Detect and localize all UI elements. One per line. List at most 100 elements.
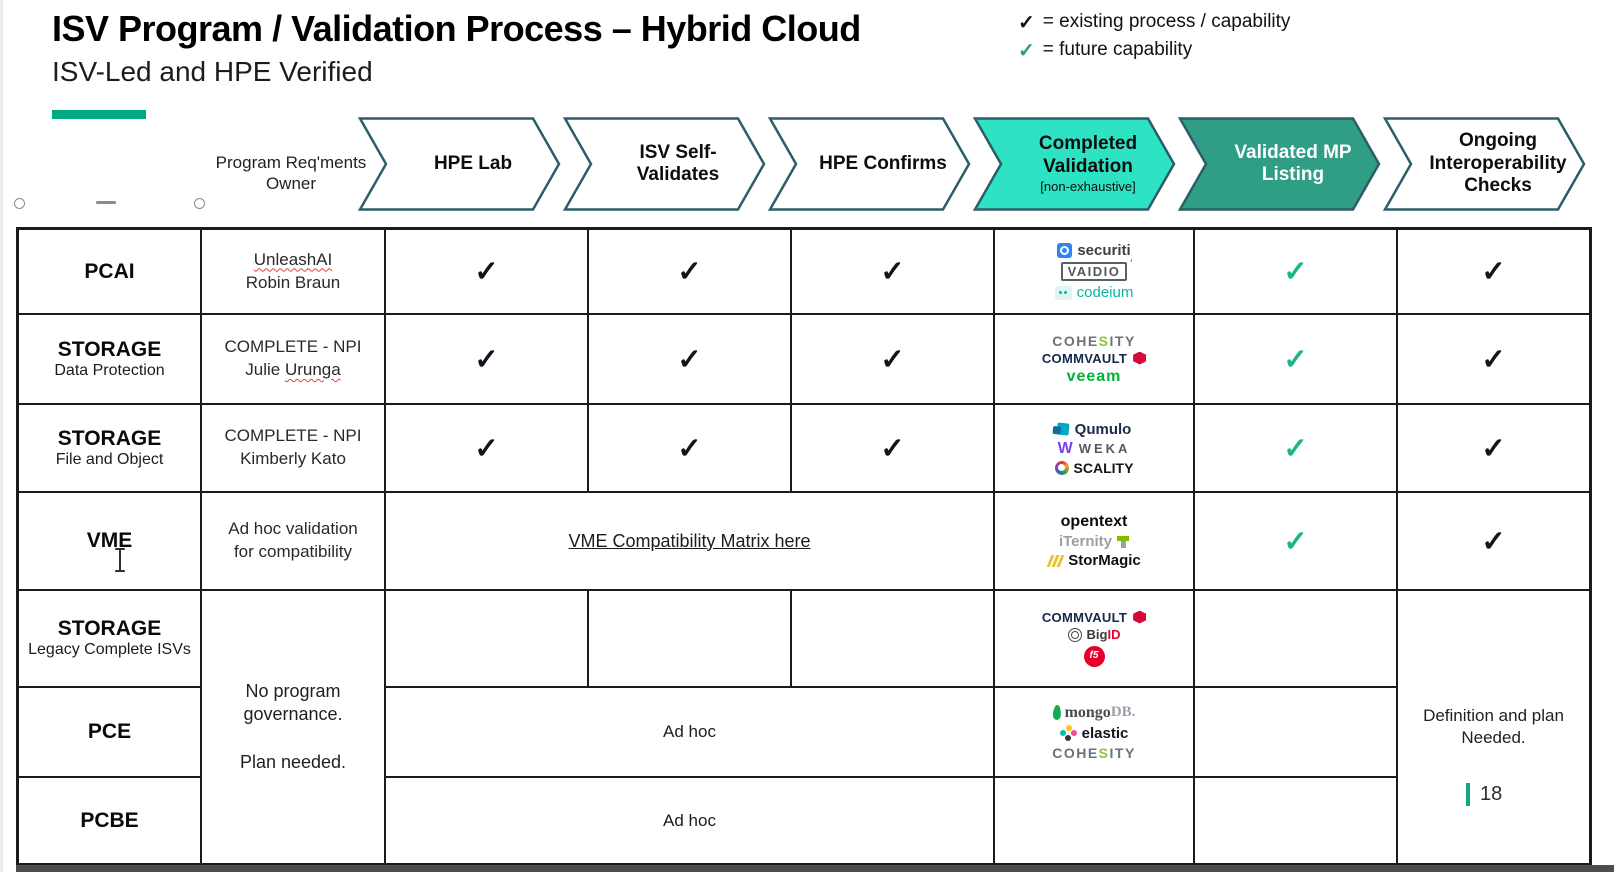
empty-cell — [385, 590, 588, 687]
logo-opentext: opentext — [1061, 514, 1128, 530]
securiti-icon — [1057, 243, 1073, 258]
category-title: PCAI — [84, 259, 135, 283]
vme-compatibility-link[interactable]: VME Compatibility Matrix here — [568, 530, 811, 551]
scality-icon — [1054, 460, 1069, 475]
iternity-icon — [1117, 535, 1130, 548]
check-cell: ✓ — [1194, 492, 1397, 590]
check-cell: ✓ — [1397, 404, 1590, 492]
logo-text: COMMVAULT — [1041, 609, 1128, 625]
logo-qumulo: Qumulo — [1056, 420, 1132, 438]
slide-subtitle: ISV-Led and HPE Verified — [52, 56, 373, 87]
commvault-icon — [1133, 610, 1147, 624]
weka-icon — [1058, 441, 1073, 457]
empty-cell — [791, 590, 994, 687]
logo-text: elastic — [1081, 724, 1129, 742]
accent-bar — [52, 110, 146, 119]
logo-text: COHE — [1052, 744, 1099, 761]
legend-label: = existing process / capability — [1042, 11, 1291, 32]
chevron-isv-self-validates — [562, 117, 766, 211]
check-cell: ✓ — [1397, 229, 1590, 314]
slide-bottom-edge — [16, 865, 1614, 872]
category-title: VME — [86, 529, 133, 553]
logo-text: codeium — [1076, 284, 1134, 301]
bigid-icon — [1067, 627, 1082, 642]
logo-text: veeam — [1066, 367, 1122, 385]
category-title: STORAGE — [57, 617, 162, 641]
stormagic-icon — [1046, 554, 1055, 567]
selection-handle[interactable] — [194, 198, 205, 209]
check-cell: ✓ — [1397, 492, 1590, 590]
legend-item-existing: ✓ = existing process / capability — [1018, 8, 1290, 36]
row-category-pcbe: PCBE — [18, 777, 201, 864]
check-cell: ✓ — [1194, 314, 1397, 404]
slide-title: ISV Program / Validation Process – Hybri… — [52, 8, 861, 49]
logo-text: Big — [1086, 627, 1108, 642]
process-arrows — [357, 117, 1586, 211]
empty-cell — [1194, 687, 1397, 777]
row-category-storage-dp: STORAGE Data Protection — [18, 314, 201, 404]
adhoc-cell-pcbe: Ad hoc — [385, 777, 994, 864]
category-subtitle: Data Protection — [54, 361, 165, 379]
check-cell: ✓ — [791, 404, 994, 492]
chevron-hpe-lab — [357, 117, 561, 211]
legend-item-future: ✓ = future capability — [1018, 36, 1290, 64]
elastic-icon — [1060, 724, 1077, 742]
slide-page-number: 18 — [1466, 783, 1502, 806]
category-title: PCBE — [80, 808, 139, 832]
check-cell: ✓ — [588, 404, 791, 492]
empty-cell — [1194, 590, 1397, 687]
row-category-storage-fo: STORAGE File and Object — [18, 404, 201, 492]
logo-text: ITY — [1109, 332, 1136, 349]
logo-weka: WEKA — [1058, 441, 1131, 457]
logo-text: securiti — [1077, 242, 1131, 259]
check-cell: ✓ — [385, 229, 588, 314]
logo-text: S — [1098, 332, 1110, 349]
logos-cell-storage-fo: QumuloWEKA SCALITY — [994, 404, 1194, 492]
f5-icon — [1083, 645, 1105, 667]
logo-text: COHE — [1052, 332, 1099, 349]
selection-handle[interactable] — [14, 198, 25, 209]
page-number-bar — [1466, 783, 1470, 806]
category-subtitle: Legacy Complete ISVs — [28, 641, 191, 659]
chevron-ongoing-interop — [1382, 117, 1586, 211]
category-title: STORAGE — [57, 337, 162, 361]
category-subtitle: File and Object — [55, 450, 164, 468]
chevron-completed-validation — [972, 117, 1176, 211]
empty-cell — [994, 777, 1194, 864]
logo-veeam: veeam — [1066, 367, 1122, 385]
logo-text: StorMagic — [1068, 552, 1141, 569]
category-title: STORAGE — [57, 426, 162, 450]
logo-text: ID — [1107, 627, 1121, 642]
logo-commvault: COMMVAULT — [1042, 351, 1147, 365]
chevron-validated-mp-listing — [1177, 117, 1381, 211]
green-check-icon: ✓ — [1018, 39, 1035, 62]
selection-handle-dash[interactable] — [96, 201, 116, 204]
row-category-pcai: PCAI — [18, 229, 201, 314]
logo-text: mongo — [1064, 703, 1111, 721]
logo-text: Qumulo — [1074, 420, 1132, 438]
check-cell: ✓ — [791, 314, 994, 404]
logo-text: SCALITY — [1073, 459, 1134, 476]
check-cell: ✓ — [385, 404, 588, 492]
commvault-icon — [1133, 351, 1147, 365]
logo-stormagic: StorMagic — [1046, 552, 1141, 569]
empty-cell — [588, 590, 791, 687]
logo-codeium: codeium — [1054, 284, 1134, 301]
logo-text: ITY — [1109, 744, 1136, 761]
check-cell: ✓ — [1194, 404, 1397, 492]
row-category-pce: PCE — [18, 687, 201, 777]
logo-vaidio: VAIDIO — [1060, 259, 1132, 281]
governance-cell: No program governance.Plan needed. — [201, 590, 385, 864]
check-cell: ✓ — [1194, 229, 1397, 314]
check-cell: ✓ — [588, 229, 791, 314]
